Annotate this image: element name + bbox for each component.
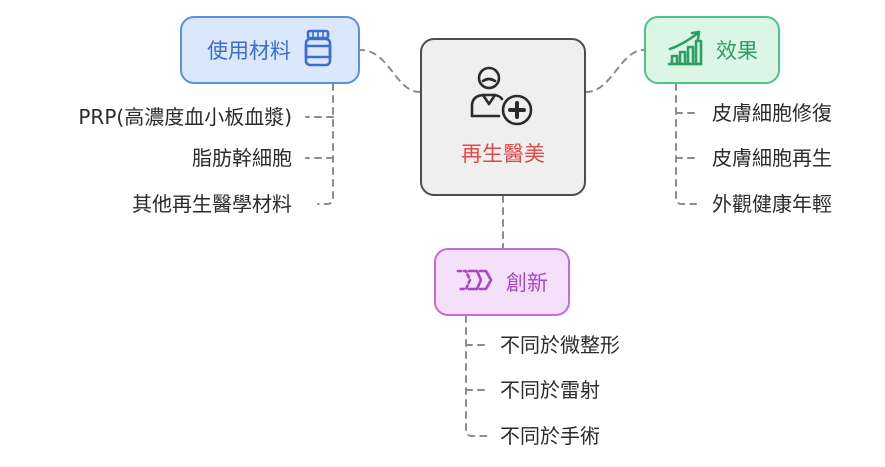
- innovation-node-label: 創新: [506, 271, 548, 295]
- effects-item-regenerate: 皮膚細胞再生: [712, 146, 832, 170]
- innovation-node: 創新: [434, 248, 570, 316]
- materials-item-other: 其他再生醫學材料: [132, 192, 292, 216]
- doctor-plus-icon: [469, 66, 537, 132]
- materials-item-prp: PRP(高濃度血小板血漿): [78, 105, 292, 129]
- effects-node-label: 效果: [716, 39, 758, 63]
- materials-node-label: 使用材料: [207, 39, 291, 63]
- innovation-item-not-laser: 不同於雷射: [500, 378, 600, 402]
- growth-chart-icon: [666, 30, 704, 70]
- effects-node: 效果: [644, 16, 780, 84]
- innovation-item-not-surgery: 不同於手術: [500, 424, 600, 448]
- chevrons-right-icon: [456, 268, 494, 296]
- central-node-label: 再生醫美: [461, 142, 545, 166]
- materials-item-adipose-stem-cells: 脂肪幹細胞: [192, 146, 292, 170]
- medicine-bottle-icon: [303, 29, 333, 71]
- effects-item-youthful: 外觀健康年輕: [712, 192, 832, 216]
- materials-node: 使用材料: [180, 16, 360, 84]
- innovation-item-not-microplastic: 不同於微整形: [500, 333, 620, 357]
- effects-item-repair: 皮膚細胞修復: [712, 101, 832, 125]
- central-node: 再生醫美: [420, 38, 586, 196]
